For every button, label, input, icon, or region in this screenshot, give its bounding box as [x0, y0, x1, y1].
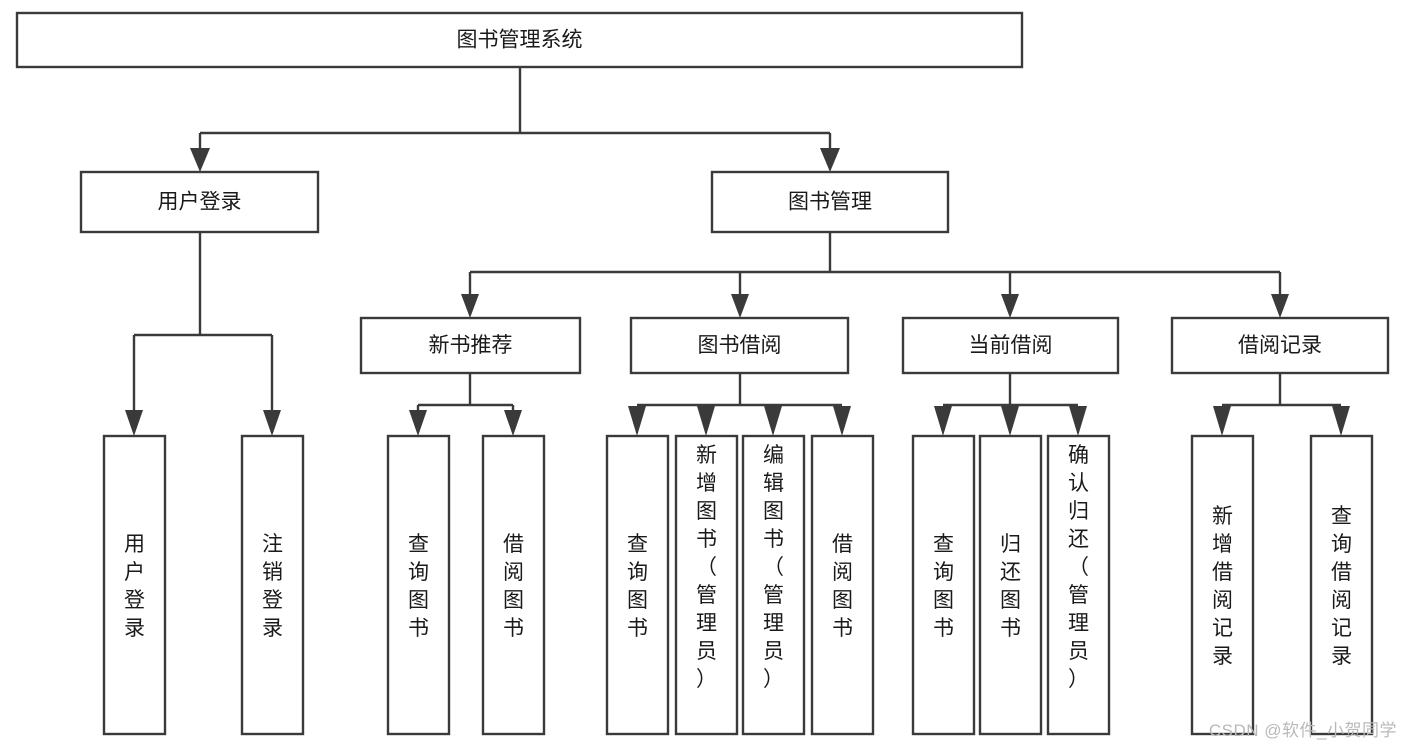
node-label-leaf-add-record: 新增借阅记录: [1212, 505, 1233, 668]
node-box-leaf-query-book-rec[interactable]: [386, 434, 451, 736]
node-leaf-user-login[interactable]: 用户登录: [102, 434, 167, 736]
node-label-leaf-confirm-return: 确认归还（管理员）: [1068, 444, 1089, 691]
arrow-head-leaf-add-book: [697, 406, 715, 436]
node-box-leaf-return-book[interactable]: [978, 434, 1043, 736]
arrow-head-leaf-add-record: [1213, 406, 1231, 436]
node-label-borrow-record: 借阅记录: [1238, 334, 1322, 357]
arrow-head-book-manage: [820, 148, 840, 172]
node-box-leaf-borrow-book-rec[interactable]: [481, 434, 546, 736]
arrow-head-leaf-query-book-rec: [409, 410, 427, 436]
node-leaf-return-book[interactable]: 归还图书: [978, 434, 1043, 736]
node-leaf-confirm-return[interactable]: 确认归还（管理员）: [1046, 434, 1111, 736]
node-box-leaf-add-record[interactable]: [1190, 434, 1255, 736]
node-leaf-add-record[interactable]: 新增借阅记录: [1190, 434, 1255, 736]
node-box-leaf-confirm-return[interactable]: [1046, 434, 1111, 736]
node-label-book-borrow: 图书借阅: [698, 334, 782, 357]
node-label-root: 图书管理系统: [457, 29, 583, 52]
node-label-leaf-user-login: 用户登录: [124, 533, 145, 640]
node-leaf-query-book-rec[interactable]: 查询图书: [386, 434, 451, 736]
arrow-head-book-borrow: [731, 294, 749, 318]
node-label-user-login: 用户登录: [158, 191, 242, 214]
arrow-head-leaf-query-book-current: [934, 406, 952, 436]
connectors-layer: [125, 67, 1350, 436]
node-box-leaf-query-book-borrow[interactable]: [605, 434, 670, 736]
arrow-head-current-borrow: [1001, 294, 1019, 318]
node-label-leaf-borrow-book: 借阅图书: [832, 533, 853, 640]
node-leaf-edit-book[interactable]: 编辑图书（管理员）: [741, 434, 806, 736]
node-box-borrow-record[interactable]: [1170, 316, 1390, 375]
node-box-new-book-rec[interactable]: [359, 316, 582, 375]
arrow-head-leaf-confirm-return: [1069, 406, 1087, 436]
node-label-leaf-borrow-book-rec: 借阅图书: [503, 533, 524, 640]
node-user-login[interactable]: 用户登录: [79, 170, 320, 234]
arrow-head-leaf-user-logout: [263, 410, 281, 436]
node-box-leaf-query-book-current[interactable]: [911, 434, 976, 736]
node-root[interactable]: 图书管理系统: [15, 11, 1024, 69]
node-label-leaf-add-book: 新增图书（管理员）: [696, 444, 717, 691]
node-label-leaf-query-book-current: 查询图书: [933, 533, 954, 640]
node-box-leaf-user-logout[interactable]: [240, 434, 305, 736]
arrow-head-leaf-borrow-book-rec: [504, 410, 522, 436]
arrow-head-borrow-record: [1271, 294, 1289, 318]
node-book-borrow[interactable]: 图书借阅: [629, 316, 850, 375]
node-leaf-borrow-book-rec[interactable]: 借阅图书: [481, 434, 546, 736]
arrow-head-user-login: [190, 148, 210, 172]
node-box-leaf-borrow-book[interactable]: [810, 434, 875, 736]
node-box-user-login[interactable]: [79, 170, 320, 234]
nodes-layer: 图书管理系统用户登录图书管理新书推荐图书借阅当前借阅借阅记录用户登录注销登录查询…: [15, 11, 1390, 736]
node-new-book-rec[interactable]: 新书推荐: [359, 316, 582, 375]
node-label-leaf-user-logout: 注销登录: [262, 533, 283, 640]
node-label-leaf-edit-book: 编辑图书（管理员）: [763, 444, 784, 691]
arrow-head-leaf-return-book: [1001, 406, 1019, 436]
node-leaf-query-record[interactable]: 查询借阅记录: [1309, 434, 1374, 736]
node-box-book-borrow[interactable]: [629, 316, 850, 375]
arrow-head-leaf-user-login: [125, 410, 143, 436]
node-leaf-borrow-book[interactable]: 借阅图书: [810, 434, 875, 736]
arrow-head-leaf-query-record: [1332, 406, 1350, 436]
node-box-root[interactable]: [15, 11, 1024, 69]
node-box-leaf-user-login[interactable]: [102, 434, 167, 736]
node-box-current-borrow[interactable]: [901, 316, 1120, 375]
node-box-book-manage[interactable]: [710, 170, 950, 234]
node-box-leaf-edit-book[interactable]: [741, 434, 806, 736]
node-leaf-query-book-borrow[interactable]: 查询图书: [605, 434, 670, 736]
node-book-manage[interactable]: 图书管理: [710, 170, 950, 234]
node-label-leaf-query-book-rec: 查询图书: [408, 533, 429, 640]
node-label-current-borrow: 当前借阅: [969, 334, 1053, 357]
node-leaf-query-book-current[interactable]: 查询图书: [911, 434, 976, 736]
node-label-new-book-rec: 新书推荐: [429, 334, 513, 357]
node-current-borrow[interactable]: 当前借阅: [901, 316, 1120, 375]
node-box-leaf-add-book[interactable]: [674, 434, 739, 736]
node-label-leaf-query-book-borrow: 查询图书: [627, 533, 648, 640]
node-box-leaf-query-record[interactable]: [1309, 434, 1374, 736]
arrow-head-leaf-borrow-book: [833, 406, 851, 436]
arrow-head-leaf-query-book-borrow: [628, 406, 646, 436]
node-borrow-record[interactable]: 借阅记录: [1170, 316, 1390, 375]
node-leaf-add-book[interactable]: 新增图书（管理员）: [674, 434, 739, 736]
arrow-head-new-book-rec: [461, 294, 479, 318]
arrow-head-leaf-edit-book: [764, 406, 782, 436]
node-label-book-manage: 图书管理: [788, 191, 872, 214]
node-label-leaf-query-record: 查询借阅记录: [1331, 505, 1352, 668]
node-leaf-user-logout[interactable]: 注销登录: [240, 434, 305, 736]
node-label-leaf-return-book: 归还图书: [1000, 533, 1021, 640]
